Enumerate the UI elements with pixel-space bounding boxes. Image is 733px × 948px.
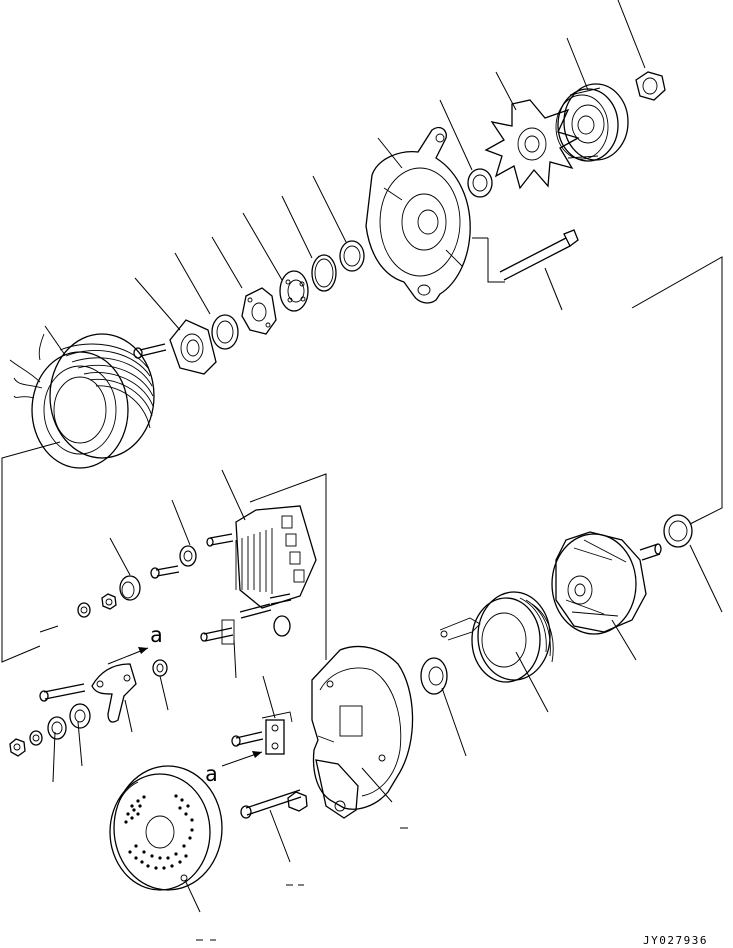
cooling-fan bbox=[484, 99, 580, 190]
spacer-ring bbox=[467, 168, 493, 198]
washer-1 bbox=[77, 602, 91, 618]
washer-2 bbox=[152, 659, 168, 677]
wire-terminal bbox=[439, 617, 481, 641]
stud-bolt-1 bbox=[206, 533, 234, 547]
spacer-collar bbox=[211, 314, 239, 350]
view-mark-a-upper: a bbox=[150, 623, 163, 647]
bearing-retainer bbox=[169, 319, 217, 375]
bracket-bolt bbox=[39, 683, 86, 702]
mounting-bracket bbox=[91, 663, 137, 723]
pulley bbox=[555, 83, 629, 162]
front-housing bbox=[365, 126, 471, 304]
regulator bbox=[261, 711, 293, 755]
nut-2 bbox=[9, 738, 26, 757]
retainer-ring-2 bbox=[311, 254, 337, 292]
rear-housing bbox=[311, 645, 414, 819]
insulator-1 bbox=[47, 716, 67, 740]
insulator-bush bbox=[179, 545, 197, 567]
housing-screw bbox=[240, 789, 302, 819]
nut-1 bbox=[101, 593, 117, 610]
housing-nut bbox=[287, 791, 308, 812]
arrow-a-upper bbox=[107, 647, 149, 665]
stud-bolt-3 bbox=[239, 593, 292, 619]
rear-bearing bbox=[663, 514, 693, 548]
drawing-code: JY027936 bbox=[643, 934, 708, 947]
bush-small bbox=[273, 615, 291, 637]
bearing-plate bbox=[241, 287, 277, 335]
stud-bolt-2 bbox=[200, 619, 235, 645]
rear-cover bbox=[109, 765, 223, 891]
retainer-ring-1 bbox=[339, 240, 365, 272]
slip-ring-bearing bbox=[420, 657, 448, 695]
pulley-nut bbox=[635, 71, 666, 101]
leader-lines bbox=[1, 0, 723, 913]
through-bolt bbox=[499, 229, 579, 281]
washer-3 bbox=[29, 730, 43, 746]
retainer-screw bbox=[133, 343, 167, 359]
view-mark-a-lower: a bbox=[205, 762, 218, 786]
terminal-screw bbox=[150, 565, 180, 579]
front-bearing bbox=[279, 270, 309, 312]
rectifier bbox=[235, 505, 317, 609]
rotor bbox=[551, 531, 662, 635]
regulator-screw bbox=[231, 731, 264, 747]
stator bbox=[9, 333, 155, 469]
terminal-sleeve bbox=[119, 575, 141, 601]
arrow-a-lower bbox=[221, 751, 263, 767]
insulator-2 bbox=[69, 703, 91, 729]
rear-pole-assembly bbox=[471, 591, 554, 683]
